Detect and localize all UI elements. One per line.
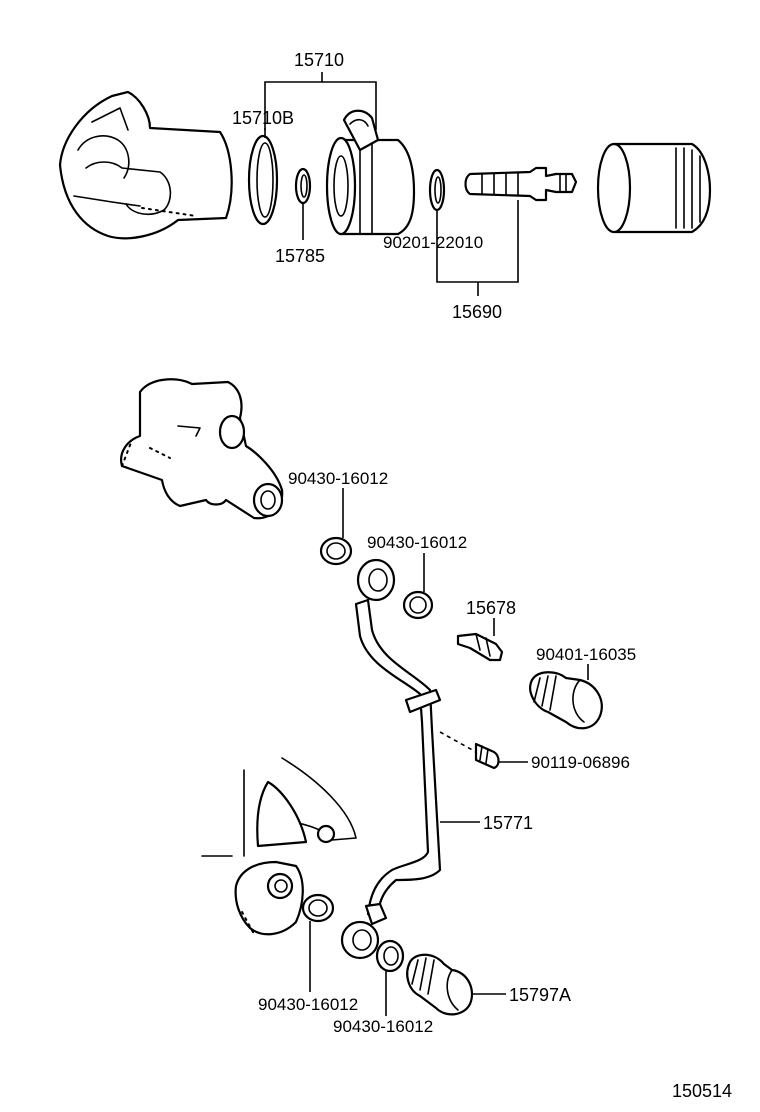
- o-ring-15710b: [247, 134, 279, 226]
- oil-pipe-15771: [340, 558, 442, 960]
- oil-filter: [596, 142, 712, 234]
- bolt-90119-06896: [439, 731, 500, 770]
- gasket-90430-c: [301, 893, 335, 923]
- turbo-housing: [120, 378, 284, 520]
- label-90430-d: 90430-16012: [333, 1017, 433, 1036]
- o-ring-15785: [294, 167, 312, 205]
- label-15797a: 15797A: [509, 985, 571, 1005]
- engine-block-bottom: [201, 757, 357, 936]
- sensor-15678: [456, 632, 504, 662]
- bolt-90401-16035: [529, 671, 603, 730]
- gasket-90430-d: [375, 939, 405, 973]
- engine-block-top: [58, 90, 233, 240]
- label-90430-c: 90430-16012: [258, 995, 358, 1014]
- union-bolt-15797a: [406, 953, 474, 1016]
- label-15690: 15690: [452, 302, 502, 322]
- union-bolt-15690: [464, 166, 578, 202]
- label-90430-b: 90430-16012: [367, 533, 467, 552]
- leader-lines: [264, 72, 589, 1016]
- diagram-number: 150514: [672, 1081, 732, 1101]
- label-15678: 15678: [466, 598, 516, 618]
- label-15785: 15785: [275, 246, 325, 266]
- label-90201-22010: 90201-22010: [383, 233, 483, 252]
- label-90119-06896: 90119-06896: [531, 753, 630, 772]
- gasket-90430-a: [319, 536, 353, 566]
- label-90401-16035: 90401-16035: [536, 645, 636, 664]
- gasket-90430-b: [402, 590, 434, 620]
- label-15710: 15710: [294, 50, 344, 70]
- gasket-90201-22010: [428, 168, 446, 212]
- label-15710b: 15710B: [232, 108, 294, 128]
- label-90430-a: 90430-16012: [288, 469, 388, 488]
- label-15771: 15771: [483, 813, 533, 833]
- oil-cooler-15710: [325, 109, 416, 236]
